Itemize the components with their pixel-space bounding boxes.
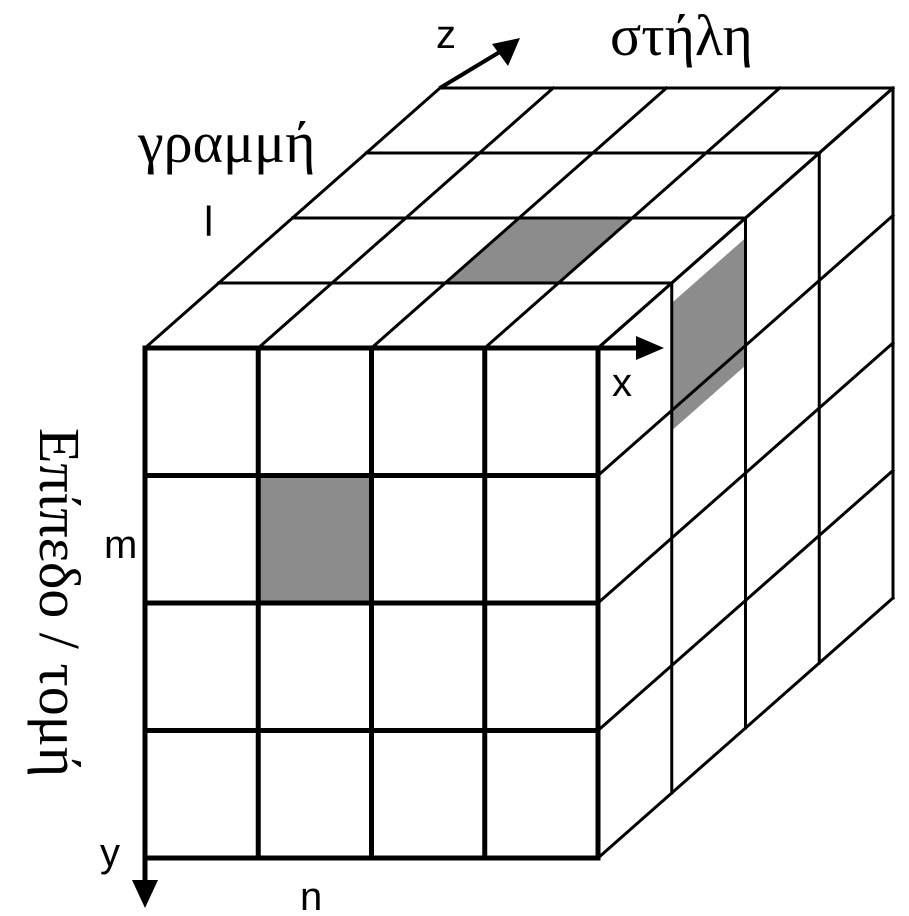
index-m-label: m: [104, 523, 137, 567]
front-highlighted-cell: [258, 475, 372, 603]
x-axis-arrow: [598, 336, 664, 360]
side-depth-line: [595, 595, 896, 861]
highlighted-cells: [258, 218, 746, 603]
index-l-label: l: [204, 198, 213, 245]
side-depth-line: [595, 468, 896, 733]
y-axis-arrow: [132, 858, 158, 908]
row-label: γραμμή: [137, 110, 315, 175]
side-highlighted-cell: [671, 238, 746, 431]
top-depth-line: [482, 85, 782, 351]
plane-label: Επίπεδο / τομή: [27, 428, 92, 777]
cube-grid-lines: [142, 85, 896, 861]
top-highlighted-cell: [445, 218, 633, 283]
axis-y-label: y: [100, 831, 120, 875]
axis-x-label: x: [612, 361, 632, 405]
axis-z-label: z: [436, 13, 456, 57]
index-n-label: n: [300, 875, 322, 916]
z-axis-arrow: [438, 38, 520, 90]
column-label: στήλη: [610, 3, 753, 68]
